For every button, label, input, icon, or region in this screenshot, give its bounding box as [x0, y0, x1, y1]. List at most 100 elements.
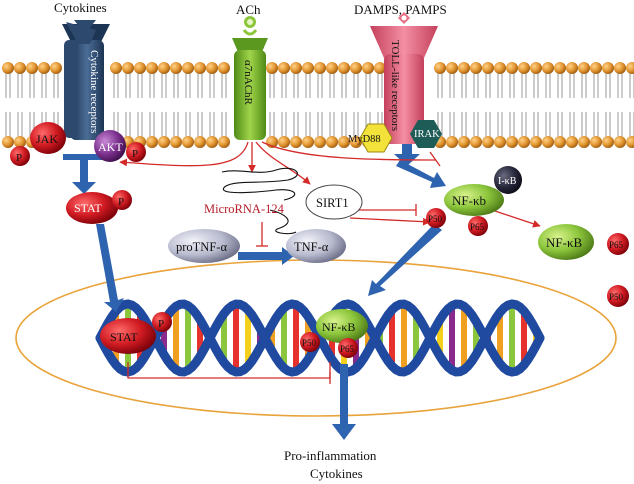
lipid-tail: [449, 72, 455, 138]
lipid-head: [566, 62, 578, 74]
lipid-tail: [605, 72, 611, 138]
label-ach: ACh: [236, 2, 261, 17]
dna-base-pair: [185, 305, 191, 371]
lipid-tail: [269, 72, 275, 138]
lipid-tail: [341, 72, 347, 138]
svg-text:I-κB: I-κB: [498, 176, 517, 187]
stat-nucleus: STAT: [100, 318, 156, 354]
dna-base-pair: [245, 309, 251, 367]
cytokine-ligand-icon: [74, 20, 96, 34]
tnf-molecule: TNF-α: [286, 229, 346, 263]
lipid-tail: [329, 72, 335, 138]
lipid-tail: [53, 72, 59, 138]
label-output-line1: Pro-inflammation: [284, 448, 377, 463]
svg-text:NF-κB: NF-κB: [322, 320, 355, 334]
lipid-tail: [305, 72, 311, 138]
lipid-tail: [161, 72, 167, 138]
ach-ligand-icon: [242, 16, 258, 36]
lipid-head: [482, 136, 494, 148]
lipid-head: [206, 136, 218, 148]
lipid-head: [614, 136, 626, 148]
lipid-head: [134, 62, 146, 74]
lipid-tail: [509, 72, 515, 138]
p65-free: P65: [607, 233, 629, 255]
dna-base-pair: [521, 311, 527, 365]
lipid-head: [266, 62, 278, 74]
lipid-tail: [209, 72, 215, 138]
dna-base-pair: [413, 313, 419, 363]
svg-text:proTNF-α: proTNF-α: [176, 240, 227, 254]
cytokine-receptor: [62, 22, 110, 140]
dna-base-pair: [173, 306, 179, 370]
lipid-tail: [581, 72, 587, 138]
lipid-head: [182, 136, 194, 148]
dna-base-pair: [293, 304, 299, 372]
lipid-tail: [533, 72, 539, 138]
signal-arrows-blue: [63, 144, 446, 440]
damps-ligand-icon: [398, 12, 410, 24]
label-microrna-124: MicroRNA-124: [204, 202, 285, 216]
lipid-head: [578, 136, 590, 148]
lipid-head: [458, 136, 470, 148]
lipid-head: [530, 62, 542, 74]
nfkb-free: NF-κB: [538, 224, 594, 260]
lipid-tail: [137, 72, 143, 138]
dna-base-pair: [233, 304, 239, 372]
svg-text:P: P: [16, 152, 22, 164]
lipid-head: [2, 136, 14, 148]
svg-text:TNF-α: TNF-α: [294, 240, 329, 254]
lipid-head: [374, 62, 386, 74]
lipid-head: [590, 136, 602, 148]
lipid-head: [362, 62, 374, 74]
lipid-head: [278, 136, 290, 148]
protnf-molecule: proTNF-α: [168, 229, 240, 263]
toll-like-receptor: [370, 26, 438, 144]
lipid-head: [146, 62, 158, 74]
svg-text:SIRT1: SIRT1: [316, 196, 349, 210]
lipid-tail: [185, 72, 191, 138]
lipid-head: [470, 136, 482, 148]
svg-text:P65: P65: [470, 222, 485, 232]
lipid-head: [626, 136, 634, 148]
svg-text:STAT: STAT: [74, 201, 102, 215]
microrna-124-strand: [221, 167, 298, 235]
lipid-head: [110, 62, 122, 74]
lipid-head: [542, 62, 554, 74]
lipid-tail: [629, 72, 634, 138]
lipid-tail: [521, 72, 527, 138]
lipid-tail: [473, 72, 479, 138]
lipid-head: [482, 62, 494, 74]
lipid-head: [530, 136, 542, 148]
dna-base-pair: [161, 321, 167, 355]
lipid-tail: [149, 72, 155, 138]
lipid-head: [326, 136, 338, 148]
a7nachr-receptor: [232, 38, 268, 140]
lipid-head: [2, 62, 14, 74]
svg-text:NF-κB: NF-κB: [546, 235, 582, 250]
lipid-tail: [497, 72, 503, 138]
lipid-head: [554, 136, 566, 148]
dna-base-pair: [389, 309, 395, 367]
lipid-head: [170, 136, 182, 148]
svg-text:MyD88: MyD88: [348, 134, 381, 145]
dna-base-pair: [437, 319, 443, 357]
lipid-head: [494, 62, 506, 74]
svg-text:P: P: [132, 148, 138, 160]
p65-cytoplasm: P65: [468, 216, 488, 236]
lipid-tail: [125, 72, 131, 138]
lipid-head: [518, 136, 530, 148]
lipid-tail: [173, 72, 179, 138]
dna-base-pair: [461, 306, 467, 370]
lipid-head: [38, 62, 50, 74]
lipid-tail: [365, 72, 371, 138]
dna-base-pair: [365, 324, 371, 352]
signal-lines-red: [119, 141, 541, 384]
label-cytokine-receptors: Cytokine receptors: [88, 50, 100, 133]
phosphate-stat-nucleus: P: [152, 312, 172, 332]
svg-text:P50: P50: [609, 292, 624, 302]
label-damps-pamps: DAMPS, PAMPS: [354, 2, 447, 17]
lipid-tail: [317, 72, 323, 138]
p50-cytoplasm: P50: [426, 208, 446, 228]
lipid-tail: [461, 72, 467, 138]
phosphate-stat: P: [112, 190, 132, 210]
